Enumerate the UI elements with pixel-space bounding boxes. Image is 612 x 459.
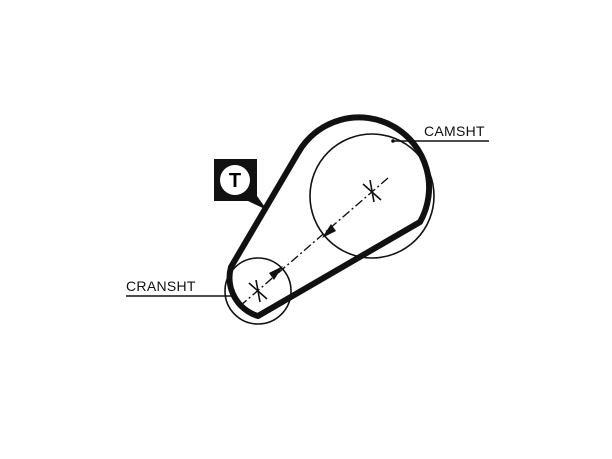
camshaft-pulley <box>309 133 435 259</box>
tensioner-icon: T <box>214 159 267 210</box>
arrow-toward-crankshaft <box>322 224 336 238</box>
crankshaft-leader-dot <box>232 294 236 298</box>
crankshaft-label: CRANSHT <box>126 278 196 294</box>
arrow-toward-camshaft <box>269 266 283 280</box>
camshaft-leader-dot <box>391 139 395 143</box>
crankshaft-pulley <box>224 257 292 325</box>
camshaft-label: CAMSHT <box>424 123 485 139</box>
center-line <box>239 177 389 307</box>
timing-belt <box>226 114 433 319</box>
tensioner-letter: T <box>229 170 241 192</box>
